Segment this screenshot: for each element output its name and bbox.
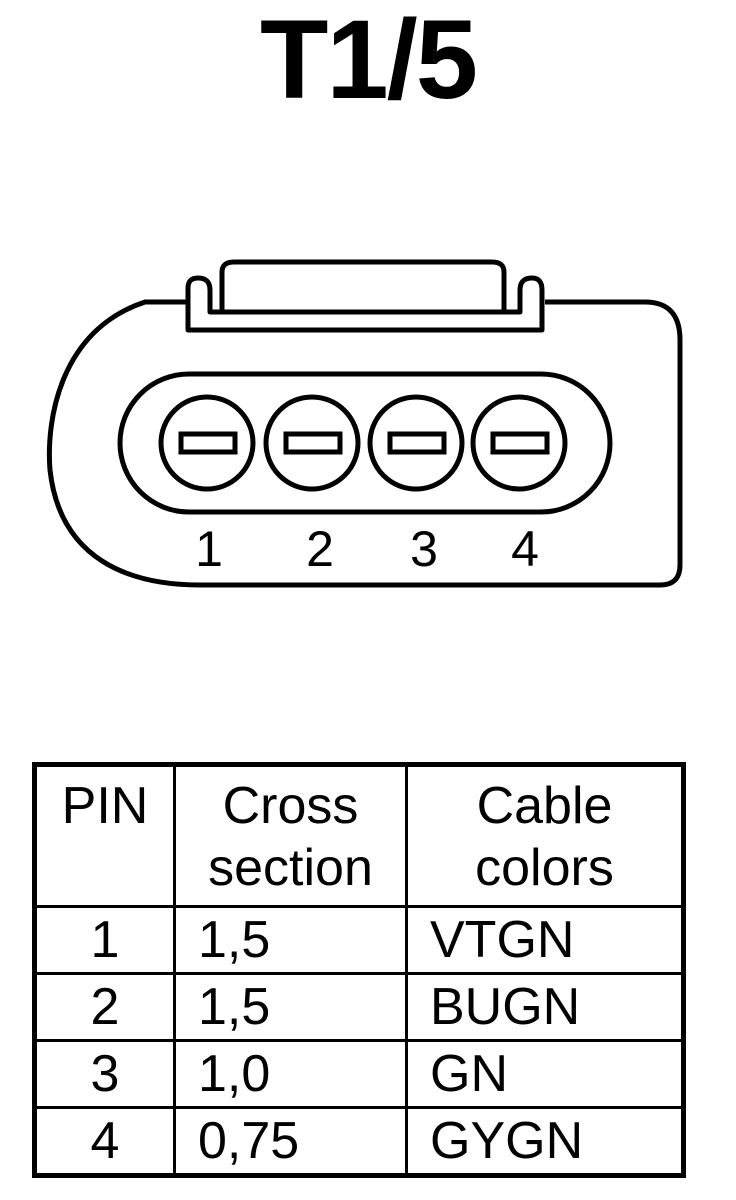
- cell-cross-section: 1,5: [173, 972, 408, 1042]
- cell-cable-color: VTGN: [405, 905, 685, 975]
- cell-cross-section: 0,75: [173, 1106, 408, 1177]
- pin-cavity-3: [367, 394, 465, 492]
- socket-frame: [117, 371, 613, 515]
- connector-diagram: 1 2 3 4: [46, 259, 683, 588]
- table-row: 4 0,75 GYGN: [33, 1106, 685, 1177]
- cell-pin: 2: [33, 972, 176, 1042]
- cell-pin: 3: [33, 1039, 176, 1109]
- pin-label-3: 3: [410, 521, 438, 577]
- cell-cable-color: GN: [405, 1039, 685, 1109]
- connector-housing: [46, 299, 683, 588]
- pin-assignment-table: PIN Cross section Cable colors 1 1,5 VTG…: [32, 762, 686, 1178]
- header-pin: PIN: [33, 763, 176, 908]
- pin-label-2: 2: [306, 521, 334, 577]
- connector-latch: [185, 275, 545, 333]
- table-row: 2 1,5 BUGN: [33, 972, 685, 1042]
- cell-pin: 1: [33, 905, 176, 975]
- table-row: 1 1,5 VTGN: [33, 905, 685, 975]
- pin-cavity-4: [470, 394, 568, 492]
- cell-cable-color: GYGN: [405, 1106, 685, 1177]
- pin-cavity-1: [158, 394, 256, 492]
- pin-cavity-2: [263, 394, 361, 492]
- pin-label-1: 1: [195, 521, 223, 577]
- cell-cable-color: BUGN: [405, 972, 685, 1042]
- cell-cross-section: 1,5: [173, 905, 408, 975]
- table-row: 3 1,0 GN: [33, 1039, 685, 1109]
- pin-label-4: 4: [511, 521, 539, 577]
- connector-title: T1/5: [259, 0, 478, 122]
- header-cable-colors: Cable colors: [405, 763, 685, 908]
- cell-cross-section: 1,0: [173, 1039, 408, 1109]
- header-cross-section: Cross section: [173, 763, 408, 908]
- connector-latch-top: [219, 259, 507, 312]
- cell-pin: 4: [33, 1106, 176, 1177]
- table-header-row: PIN Cross section Cable colors: [33, 763, 685, 908]
